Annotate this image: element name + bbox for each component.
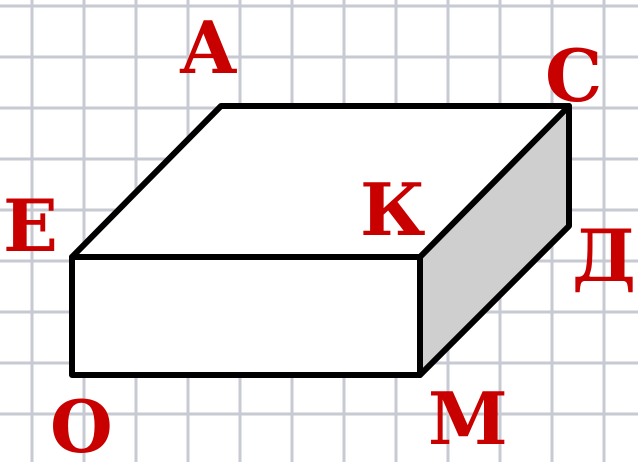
vertex-label-e: Е [3, 183, 58, 268]
vertex-label-a: А [179, 5, 238, 90]
side-face-shaded [420, 106, 569, 375]
vertex-label-o: О [50, 384, 113, 462]
vertex-label-c: С [545, 33, 602, 118]
edge-side-outline [417, 103, 572, 378]
vertex-label-k: К [360, 167, 426, 252]
vertex-labels: А С Е К Д О М [3, 5, 636, 462]
vertex-label-d: Д [572, 213, 636, 298]
top-face [72, 106, 569, 257]
edge-front-outline [69, 254, 423, 378]
front-face [72, 257, 420, 375]
vertex-label-m: М [428, 376, 508, 461]
box-edges [69, 103, 572, 378]
